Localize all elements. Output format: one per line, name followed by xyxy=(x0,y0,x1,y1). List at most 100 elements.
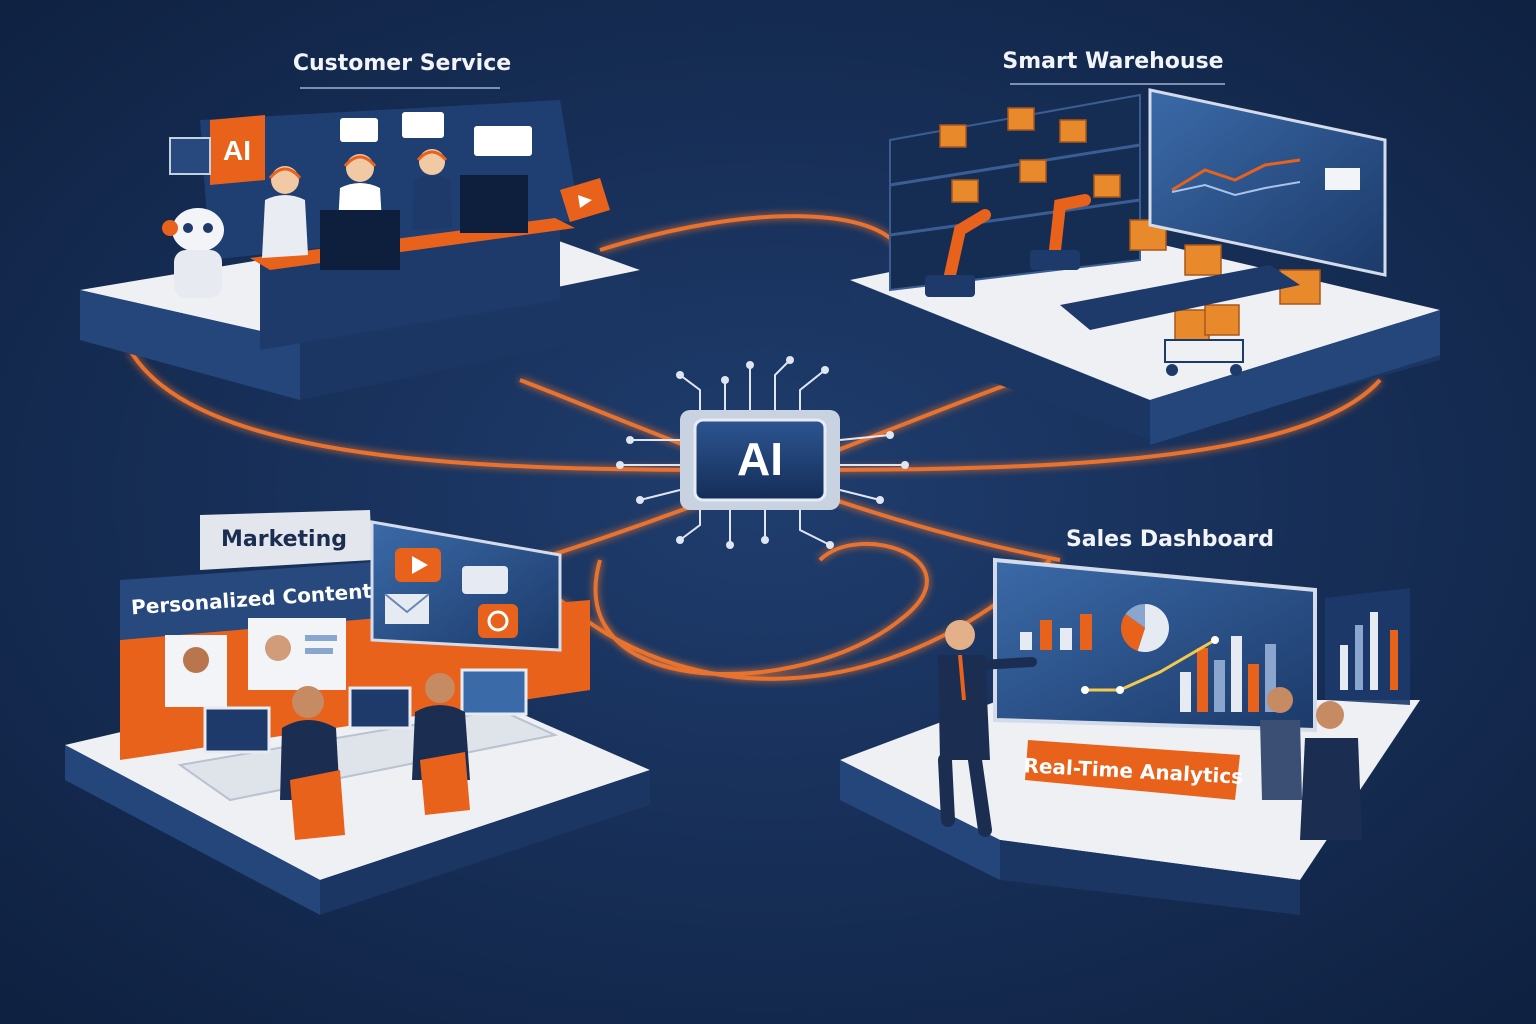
mk-platform-side xyxy=(65,745,320,915)
presenter-tie xyxy=(958,654,966,701)
connection-curve-bottom-loop xyxy=(593,541,929,677)
conveyor-belt xyxy=(1060,265,1300,330)
dashboard-bar xyxy=(1060,628,1072,650)
dashboard-bar xyxy=(1197,648,1208,712)
connection-curve-upper xyxy=(599,214,902,252)
hub-label: AI xyxy=(737,433,783,485)
dashboard-bar xyxy=(1214,660,1225,712)
package-box xyxy=(1204,304,1240,336)
sd-trend-line xyxy=(1085,638,1216,692)
agent-head xyxy=(346,154,374,182)
camera-icon xyxy=(478,604,518,638)
chip-circuit-traces xyxy=(620,359,905,546)
headset-icon xyxy=(268,167,302,179)
laptop xyxy=(203,706,271,754)
dashboard-bar xyxy=(1080,614,1092,650)
laptop xyxy=(460,668,528,716)
monitor xyxy=(320,210,400,270)
smart-warehouse-title: Smart Warehouse xyxy=(1002,49,1223,74)
chat-bubble-icon xyxy=(462,566,508,594)
marketing-title: Marketing xyxy=(221,527,347,552)
delivery-cart-icon xyxy=(1164,339,1244,376)
quadrant-sales-dashboard: Sales Dashboard Real-Time Analytics xyxy=(840,527,1420,915)
sales-dashboard-title: Sales Dashboard xyxy=(1066,527,1274,552)
chip-trace-nodes xyxy=(616,356,909,549)
quadrant-smart-warehouse: Smart Warehouse xyxy=(850,49,1440,445)
package-box xyxy=(1007,107,1035,131)
dashboard-bar xyxy=(1020,632,1032,650)
chat-bubble-icons xyxy=(340,112,532,156)
audience-body xyxy=(1300,738,1362,840)
worker-head xyxy=(425,673,455,703)
cs-ai-sign: AI xyxy=(223,135,251,166)
chat-bubble-icon xyxy=(402,112,444,138)
profile-text-lines xyxy=(305,648,333,654)
package-box xyxy=(1059,119,1087,143)
presenter-body xyxy=(938,655,990,760)
agent-head xyxy=(419,149,445,175)
cs-wall-accent xyxy=(210,115,265,185)
connection-curve-lower xyxy=(558,558,1052,681)
package-box xyxy=(1174,309,1210,341)
avatar xyxy=(265,635,291,661)
presenter-arm xyxy=(975,657,1037,670)
sd-side-bars xyxy=(1340,612,1398,690)
dashboard-bar xyxy=(1180,672,1191,712)
customer-service-title: Customer Service xyxy=(293,51,511,76)
email-icon xyxy=(384,593,430,624)
mk-laptops xyxy=(203,668,528,754)
presenter xyxy=(938,620,1037,837)
robot-assistant-icon xyxy=(162,208,224,298)
sd-platform-front xyxy=(1000,840,1300,915)
sw-screen-line-chart-2 xyxy=(1171,181,1301,197)
sd-bar-chart-right xyxy=(1180,636,1276,712)
sd-pie-chart xyxy=(1121,604,1169,652)
monitor xyxy=(460,175,528,233)
package-box xyxy=(1184,244,1222,276)
package-box xyxy=(1093,174,1121,198)
mk-platform-edge xyxy=(320,770,650,915)
dashboard-bar xyxy=(1248,664,1259,712)
sw-screen-panel xyxy=(1325,168,1360,190)
pie-slice xyxy=(1121,613,1145,651)
avatar xyxy=(183,647,209,673)
pie-slice xyxy=(1125,604,1145,628)
mk-title-panel xyxy=(200,510,372,570)
laptop xyxy=(348,686,412,730)
chair xyxy=(420,752,470,815)
worker-head xyxy=(292,686,324,718)
agent-body xyxy=(262,195,308,258)
robot-arm-icon xyxy=(944,194,1091,281)
play-icon xyxy=(395,548,441,582)
ai-hub-chip: AI xyxy=(616,356,909,549)
chat-bubble-icon xyxy=(474,126,532,156)
office-chairs xyxy=(290,752,470,840)
dashboard-bar xyxy=(1040,620,1052,650)
agent-body xyxy=(412,176,452,230)
quadrant-marketing: Marketing Personalized Content xyxy=(65,510,650,915)
audience xyxy=(1260,687,1362,840)
sd-bar-chart xyxy=(1020,614,1092,650)
profile-text-lines xyxy=(305,635,337,641)
dashboard-bar xyxy=(1231,636,1242,712)
robot-arm-base xyxy=(925,250,1080,297)
sw-screen-line-chart xyxy=(1171,158,1301,192)
audience-head xyxy=(1316,701,1344,729)
sw-platform-edge xyxy=(1150,310,1440,445)
play-icon xyxy=(560,178,610,222)
chip-core xyxy=(693,418,827,502)
chat-bubble-icon xyxy=(340,118,378,142)
mk-profile-cards xyxy=(165,618,346,707)
dashboard-bar xyxy=(1265,644,1276,712)
cs-monitors xyxy=(320,175,528,270)
cs-wall-monitor xyxy=(169,137,211,175)
package-box xyxy=(951,179,979,203)
sd-platform-side xyxy=(840,760,1000,880)
audience-body xyxy=(1260,720,1302,800)
cs-platform-edge xyxy=(80,290,300,400)
package-box xyxy=(1019,159,1047,183)
headset-icon xyxy=(343,155,377,167)
package-box xyxy=(939,124,967,148)
presenter-head xyxy=(945,620,975,650)
